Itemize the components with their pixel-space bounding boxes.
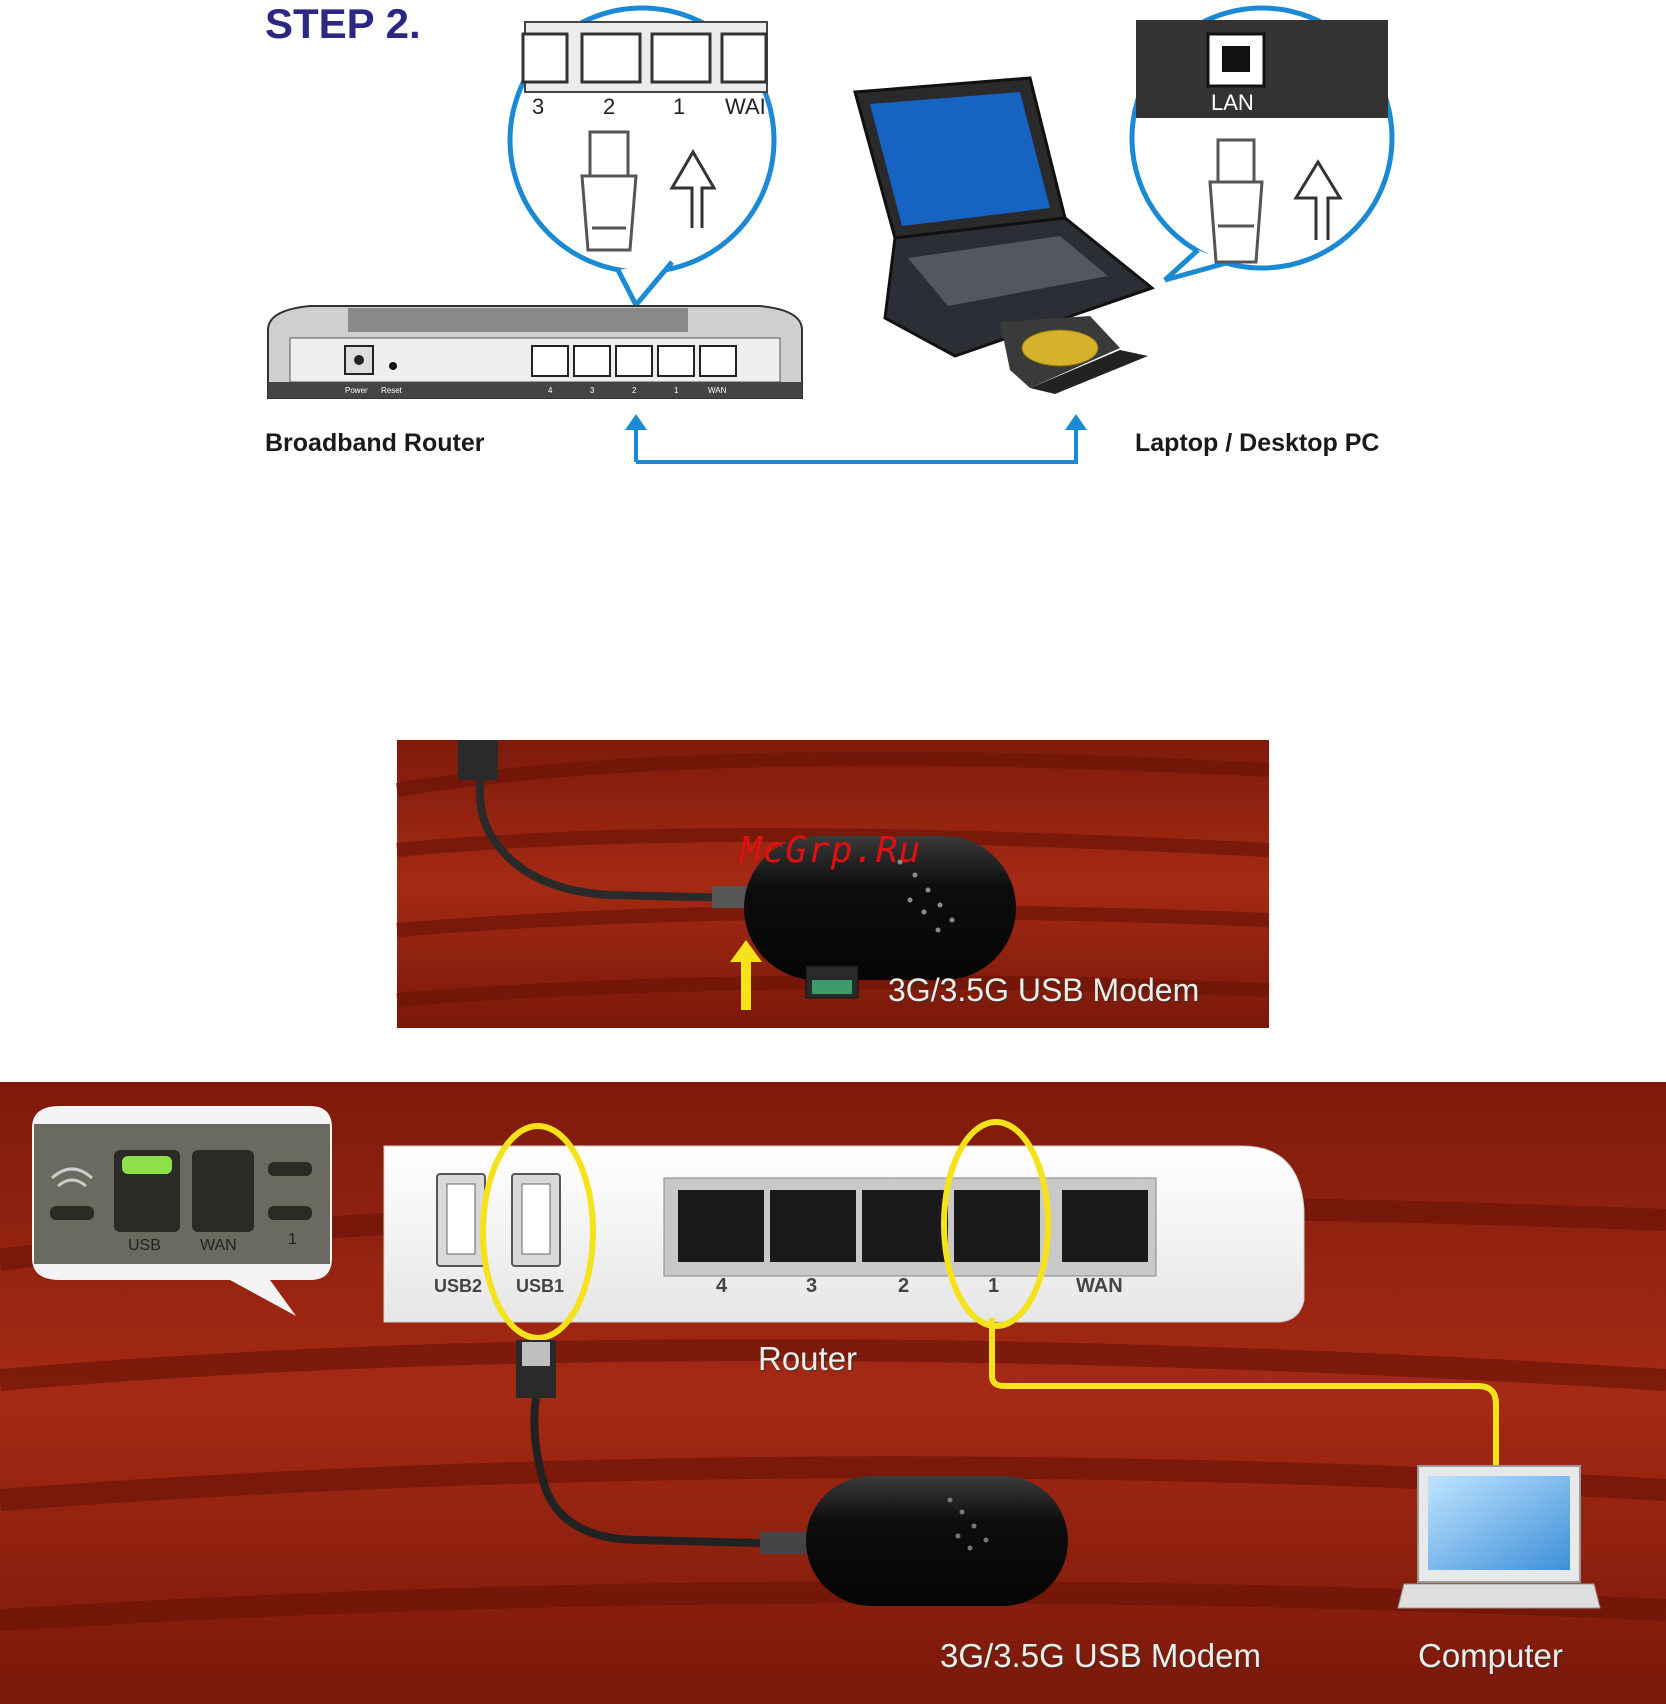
computer-label: Computer (1418, 1637, 1563, 1675)
port-label-usb1: USB1 (516, 1276, 564, 1296)
port-label-4: 4 (716, 1275, 728, 1297)
arrow-up-router-icon (625, 414, 647, 430)
rear-label-wan: WAN (708, 386, 727, 395)
zoom-port-3: 3 (532, 94, 544, 119)
panel-label-1: 1 (288, 1231, 297, 1248)
lan-port-1 (954, 1190, 1040, 1262)
modem-caption: 3G/3.5G USB Modem (888, 972, 1199, 1009)
wifi-icon (52, 1169, 92, 1186)
ethernet-plug-icon (1210, 140, 1262, 262)
rear-label-power: Power (345, 386, 368, 395)
usb1-port (512, 1174, 560, 1266)
lan-port-label: LAN (1211, 90, 1254, 115)
usb-connector (806, 966, 858, 998)
arrow-up-pc-icon (1065, 414, 1087, 430)
usb-modem (806, 1476, 1068, 1606)
lan-port-4 (678, 1190, 764, 1262)
laptop-zoom-bubble: LAN (1132, 8, 1392, 280)
reset-button-icon (389, 362, 397, 370)
zoom-port-2: 2 (603, 94, 615, 119)
zoom-port-wan: WAI (725, 94, 766, 119)
usb-plug (516, 1340, 556, 1398)
yellow-up-arrow-icon (730, 940, 762, 1010)
lan-port-2 (862, 1190, 948, 1262)
pc-caption: Laptop / Desktop PC (1135, 429, 1379, 458)
port-label-usb2: USB2 (434, 1276, 482, 1296)
port-label-wan: WAN (1076, 1275, 1123, 1297)
ethernet-plug-icon (582, 132, 636, 250)
rear-label-4: 4 (548, 386, 553, 395)
rear-label-reset: Reset (381, 386, 403, 395)
usb1-highlight (483, 1126, 593, 1338)
panel-label-usb: USB (128, 1237, 161, 1254)
connection-link (636, 424, 1076, 462)
lan1-highlight (944, 1122, 1048, 1326)
port-label-1: 1 (988, 1275, 999, 1297)
watermark: McGrp.Ru (740, 830, 921, 871)
router-pc-diagram: 3 2 1 WAI LAN (0, 0, 1666, 500)
zoom-port-1: 1 (673, 94, 685, 119)
router-label: Router (758, 1340, 857, 1378)
cd-disc-icon (1022, 330, 1098, 366)
ethernet-cable (992, 1318, 1496, 1466)
status-panel-inset: USB WAN 1 (32, 1106, 332, 1316)
rear-label-3: 3 (590, 386, 595, 395)
port-label-2: 2 (898, 1275, 909, 1297)
router-zoom-bubble: 3 2 1 WAI (510, 8, 774, 305)
broadband-router: Power Reset 4 3 2 1 WAN (268, 306, 802, 398)
rear-label-1: 1 (674, 386, 679, 395)
router-caption: Broadband Router (265, 429, 484, 458)
wan-port (1062, 1190, 1148, 1262)
rear-label-2: 2 (632, 386, 637, 395)
lan-port-3 (770, 1190, 856, 1262)
usb2-port (437, 1174, 485, 1266)
panel-label-wan: WAN (200, 1237, 237, 1254)
computer-icon (1398, 1466, 1600, 1608)
laptop-icon (855, 78, 1152, 394)
setup-modem-label: 3G/3.5G USB Modem (940, 1637, 1261, 1675)
port-label-3: 3 (806, 1275, 817, 1297)
router-device: USB2 USB1 4 3 2 1 WAN (384, 1146, 1304, 1322)
